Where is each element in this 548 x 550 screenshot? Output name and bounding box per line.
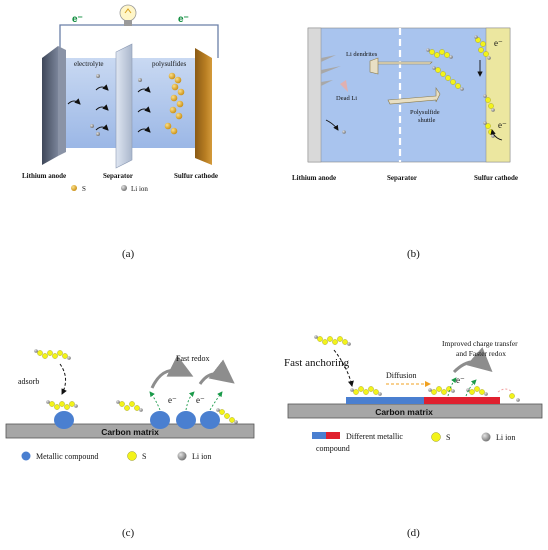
charge-transfer-arrows bbox=[447, 377, 477, 397]
li-dendrites-label: Li dendrites bbox=[346, 51, 378, 58]
legend-sulfur-icon bbox=[71, 185, 77, 191]
panel-b: Li dendrites Dead Li Polysulfide shuttle bbox=[292, 27, 518, 260]
sulfur-cathode-label: Sulfur cathode bbox=[474, 174, 518, 182]
adsorb-arrow bbox=[59, 363, 67, 395]
improved-label-2: and Faster redox bbox=[456, 349, 506, 358]
improved-label-1: Improved charge transfer bbox=[442, 339, 518, 348]
fast-anchoring-label: Fast anchoring bbox=[284, 357, 350, 369]
polysulfide-label: Polysulfide bbox=[410, 109, 440, 116]
legend-sulfur-icon bbox=[431, 432, 441, 442]
electron-bottom: e⁻ bbox=[498, 120, 507, 130]
caption-b: (b) bbox=[407, 248, 420, 260]
separator-label: Separator bbox=[103, 172, 133, 180]
metallic-compounds bbox=[54, 411, 220, 429]
li-ions bbox=[342, 35, 495, 138]
polysulfides-label: polysulfides bbox=[152, 60, 186, 68]
legend-li: Li ion bbox=[496, 433, 515, 442]
electrolyte-label: electrolyte bbox=[74, 60, 104, 68]
panel-d: Carbon matrix Fast anchoring Diffusion e… bbox=[284, 335, 543, 539]
lithium-anode-label: Lithium anode bbox=[22, 172, 66, 180]
li-ions bbox=[90, 74, 142, 136]
redox-arrow-2 bbox=[198, 359, 235, 385]
panel-c: Carbon matrix adsorb e⁻ e⁻ bbox=[5, 349, 255, 539]
shuttle-label: shuttle bbox=[418, 117, 435, 124]
li-ions bbox=[34, 349, 238, 424]
legend-li-icon bbox=[177, 451, 187, 461]
separator bbox=[115, 43, 133, 169]
electrolyte-region bbox=[58, 58, 212, 148]
lithium-anode-label: Lithium anode bbox=[292, 174, 336, 182]
metallic-compound-red bbox=[424, 397, 500, 404]
redox-arrow-1 bbox=[150, 355, 194, 389]
polysulfide-chains bbox=[429, 37, 494, 135]
charge-transfer-arrows bbox=[149, 391, 223, 411]
polysulfide-chain bbox=[164, 72, 185, 135]
sulfur-cathode-label: Sulfur cathode bbox=[174, 172, 218, 180]
electron-arrows bbox=[325, 60, 503, 141]
legend-li-icon bbox=[481, 432, 491, 442]
light-bulb-icon bbox=[119, 4, 137, 26]
li-dendrites bbox=[321, 55, 341, 86]
shuttle-arrows bbox=[369, 57, 441, 105]
legend-li: Li ion bbox=[192, 452, 211, 461]
lithium-anode bbox=[307, 27, 322, 163]
electron-label-left: e⁻ bbox=[72, 14, 83, 25]
sulfur-cathode bbox=[485, 27, 511, 163]
legend-metallic-1: Different metallic bbox=[346, 432, 403, 441]
polysulfide-chains bbox=[317, 336, 485, 395]
li-ions bbox=[314, 335, 520, 402]
legend-li-icon bbox=[121, 185, 127, 191]
legend-s: S bbox=[446, 433, 450, 442]
electron-1: e⁻ bbox=[168, 395, 177, 405]
ion-flow-arrows bbox=[67, 84, 151, 133]
sulfur-cathode bbox=[195, 48, 212, 165]
legend-s: S bbox=[142, 452, 146, 461]
electron-2: e⁻ bbox=[196, 395, 205, 405]
carbon-matrix-label: Carbon matrix bbox=[101, 427, 159, 437]
caption-c: (c) bbox=[122, 527, 135, 539]
diffusion-label: Diffusion bbox=[386, 371, 417, 380]
caption-d: (d) bbox=[407, 527, 420, 539]
electron-label: e⁻ bbox=[456, 375, 465, 385]
panel-a: e⁻ e⁻ electrolyte polysulfides bbox=[22, 4, 219, 260]
legend-sulfur-icon bbox=[127, 451, 137, 461]
legend-metallic: Metallic compound bbox=[36, 452, 98, 461]
polysulfide-chains bbox=[37, 350, 235, 423]
legend-metallic-blue bbox=[312, 432, 326, 439]
fast-redox-label: Fast redox bbox=[176, 354, 210, 363]
lithium-anode bbox=[42, 46, 58, 165]
dead-li-label: Dead Li bbox=[336, 95, 357, 102]
legend-metallic-icon bbox=[21, 451, 31, 461]
adsorb-label: adsorb bbox=[18, 377, 39, 386]
metallic-compound-blue bbox=[346, 397, 424, 404]
electron-top: e⁻ bbox=[494, 38, 503, 48]
circuit-wire bbox=[59, 24, 219, 58]
electron-label-right: e⁻ bbox=[178, 14, 189, 25]
legend-s: S bbox=[82, 185, 86, 193]
legend-metallic-red bbox=[326, 432, 340, 439]
legend-metallic-2: compound bbox=[316, 444, 350, 453]
electrolyte-region bbox=[307, 27, 511, 163]
dead-li bbox=[340, 80, 348, 92]
carbon-matrix-label: Carbon matrix bbox=[375, 407, 433, 417]
separator-label: Separator bbox=[387, 174, 417, 182]
redox-arrow bbox=[452, 347, 493, 374]
legend-li: Li ion bbox=[131, 185, 148, 193]
anchoring-arrow bbox=[333, 349, 354, 387]
caption-a: (a) bbox=[122, 248, 135, 260]
